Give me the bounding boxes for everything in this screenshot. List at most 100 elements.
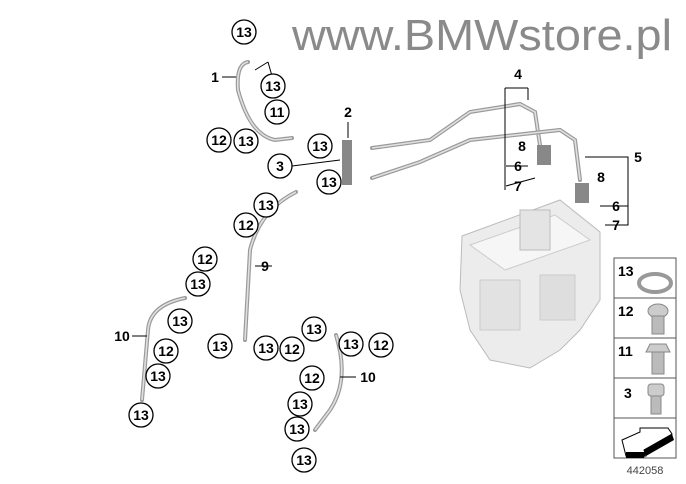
label-part-9: 9 xyxy=(261,258,269,274)
label-part-7: 7 xyxy=(612,217,620,233)
callout-circle xyxy=(264,99,290,125)
legend-label: 13 xyxy=(618,263,634,279)
label-part-8: 8 xyxy=(518,138,526,154)
callout-13[interactable]: 13 xyxy=(253,335,279,361)
callout-12[interactable]: 12 xyxy=(153,338,179,364)
callout-label: 12 xyxy=(238,217,254,233)
callout-circle xyxy=(192,246,218,272)
callout-circle xyxy=(279,336,305,362)
callout-circle xyxy=(231,19,257,45)
callout-label: 11 xyxy=(270,104,285,120)
callout-13[interactable]: 13 xyxy=(128,402,154,428)
legend-label: 3 xyxy=(624,385,632,401)
callout-label: 13 xyxy=(190,276,206,292)
socket-screw-icon xyxy=(647,383,665,415)
callout-label: 12 xyxy=(211,132,227,148)
banjo-bolt-hex-icon xyxy=(645,343,671,375)
callout-13[interactable]: 13 xyxy=(307,133,333,159)
direction-arrow-icon xyxy=(621,427,674,458)
callout-label: 12 xyxy=(284,341,300,357)
label-part-2: 2 xyxy=(344,104,352,120)
callout-13[interactable]: 13 xyxy=(207,333,233,359)
callout-circle xyxy=(206,127,232,153)
callout-13[interactable]: 13 xyxy=(253,192,279,218)
callout-label: 13 xyxy=(265,78,281,94)
sealing-ring-icon xyxy=(637,272,673,294)
callout-3[interactable]: 3 xyxy=(267,153,293,179)
legend-row[interactable]: 11 xyxy=(618,343,671,375)
callout-11[interactable]: 11 xyxy=(264,99,290,125)
callout-circle xyxy=(301,316,327,342)
callout-label: 13 xyxy=(289,421,305,437)
label-part-10: 10 xyxy=(360,369,376,385)
label-part-4: 4 xyxy=(514,66,522,82)
part-numbers: 1 2 4 5 6 6 7 7 8 8 9 10 10 xyxy=(114,66,642,385)
callout-circle xyxy=(233,128,259,154)
callout-circle xyxy=(253,335,279,361)
callout-13[interactable]: 13 xyxy=(260,73,286,99)
callout-label: 13 xyxy=(312,138,328,154)
callout-label: 13 xyxy=(236,24,252,40)
callout-12[interactable]: 12 xyxy=(279,336,305,362)
callout-13[interactable]: 13 xyxy=(284,416,310,442)
callout-12[interactable]: 12 xyxy=(368,332,394,358)
label-part-5: 5 xyxy=(634,149,642,165)
label-part-7: 7 xyxy=(514,178,522,194)
legend-row[interactable]: 3 xyxy=(624,383,665,415)
callout-circle xyxy=(153,338,179,364)
callout-circle xyxy=(260,73,286,99)
callout-13[interactable]: 13 xyxy=(185,271,211,297)
callout-circle xyxy=(307,133,333,159)
legend-row[interactable]: 13 xyxy=(618,263,673,294)
callout-12[interactable]: 12 xyxy=(192,246,218,272)
callout-circle xyxy=(145,363,171,389)
callout-13[interactable]: 13 xyxy=(167,308,193,334)
legend-label: 12 xyxy=(618,303,634,319)
callout-label: 13 xyxy=(306,321,322,337)
callout-label: 13 xyxy=(172,313,188,329)
legend-row[interactable]: 12 xyxy=(618,303,669,335)
callout-13[interactable]: 13 xyxy=(291,447,317,473)
bracket-2 xyxy=(342,140,352,185)
callout-13[interactable]: 13 xyxy=(301,316,327,342)
label-part-10: 10 xyxy=(114,328,130,344)
callout-13[interactable]: 13 xyxy=(316,169,342,195)
callout-label: 13 xyxy=(133,407,149,423)
fitting-8a xyxy=(537,145,551,165)
callout-label: 12 xyxy=(304,370,320,386)
callout-circle xyxy=(338,331,364,357)
callout-circle xyxy=(233,212,259,238)
callout-13[interactable]: 13 xyxy=(338,331,364,357)
callout-label: 13 xyxy=(343,336,359,352)
callout-label: 12 xyxy=(373,337,389,353)
callout-label: 3 xyxy=(276,158,284,174)
callout-label: 13 xyxy=(238,133,254,149)
callout-label: 12 xyxy=(158,343,174,359)
callout-circle xyxy=(267,153,293,179)
callout-circle xyxy=(128,402,154,428)
callout-circle xyxy=(207,333,233,359)
callout-13[interactable]: 13 xyxy=(233,128,259,154)
callout-13[interactable]: 13 xyxy=(287,391,313,417)
callout-12[interactable]: 12 xyxy=(206,127,232,153)
legend-label: 11 xyxy=(618,343,633,359)
callout-circle xyxy=(316,169,342,195)
callout-12[interactable]: 12 xyxy=(233,212,259,238)
callout-circle xyxy=(284,416,310,442)
callout-13[interactable]: 13 xyxy=(145,363,171,389)
callout-label: 12 xyxy=(197,251,213,267)
callout-circle xyxy=(368,332,394,358)
callout-12[interactable]: 12 xyxy=(299,365,325,391)
callout-13[interactable]: 13 xyxy=(231,19,257,45)
callout-label: 13 xyxy=(321,174,337,190)
callout-circle xyxy=(291,447,317,473)
callout-label: 13 xyxy=(212,338,228,354)
callout-circle xyxy=(167,308,193,334)
callout-circle xyxy=(299,365,325,391)
banjo-bolt-round-icon xyxy=(647,303,669,335)
callout-circle xyxy=(185,271,211,297)
diagram-number: 442058 xyxy=(627,465,664,477)
